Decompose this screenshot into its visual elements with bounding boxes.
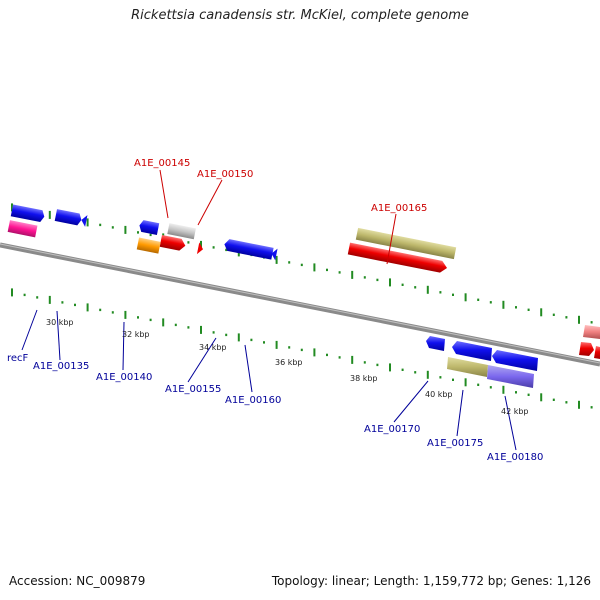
- gene-feature-gray: [167, 223, 196, 240]
- gene-feature-purple: [487, 365, 534, 388]
- gene-feature-blue-tri: [81, 215, 88, 227]
- gene-label-recf[interactable]: recF: [7, 353, 29, 364]
- gene-feature-blue-6: [452, 341, 492, 361]
- gene-label-a1e-00135[interactable]: A1E_00135: [33, 361, 89, 372]
- gene-feature-blue-3: [139, 220, 160, 235]
- gene-label-a1e-00150[interactable]: A1E_00150: [197, 169, 253, 180]
- kbp-label-32: 32 kbp: [122, 330, 150, 339]
- kbp-label-40: 40 kbp: [425, 390, 453, 399]
- gene-feature-red-edge2: [594, 346, 600, 359]
- genome-backbone: [0, 242, 600, 367]
- gene-feature-red-long: [347, 242, 448, 273]
- genome-summary-text: Topology: linear; Length: 1,159,772 bp; …: [271, 574, 591, 588]
- gene-label-a1e-00175[interactable]: A1E_00175: [427, 438, 483, 449]
- gene-feature-olive-2: [447, 357, 488, 377]
- reverse-tick-rail: [11, 288, 593, 409]
- kbp-label-38: 38 kbp: [350, 374, 378, 383]
- kbp-label-36: 36 kbp: [275, 358, 303, 367]
- forward-leader-lines: [159, 169, 397, 265]
- reverse-leader-lines: [21, 309, 517, 451]
- gene-feature-blue-4: [224, 239, 274, 260]
- gene-label-a1e-00145[interactable]: A1E_00145: [134, 158, 190, 169]
- gene-label-a1e-00170[interactable]: A1E_00170: [364, 424, 420, 435]
- kbp-label-30: 30 kbp: [46, 318, 74, 327]
- gene-label-a1e-00180[interactable]: A1E_00180: [487, 452, 543, 463]
- genome-backbone-highlight: [0, 243, 600, 364]
- gene-feature-blue-7: [492, 350, 538, 371]
- gene-label-a1e-00155[interactable]: A1E_00155: [165, 384, 221, 395]
- gene-label-a1e-00140[interactable]: A1E_00140: [96, 372, 152, 383]
- gene-label-a1e-00160[interactable]: A1E_00160: [225, 395, 281, 406]
- reverse-gene-features: [7, 204, 278, 261]
- gene-feature-orange: [136, 237, 161, 254]
- gene-feature-red: [159, 234, 186, 251]
- gene-feature-red-edge: [579, 342, 594, 356]
- gene-feature-red-small: [196, 242, 204, 255]
- gene-feature-blue-tri-2: [271, 248, 278, 261]
- forward-gene-features: [159, 223, 457, 273]
- gene-feature-olive: [355, 227, 457, 260]
- gene-feature-pink: [7, 220, 38, 238]
- gene-feature-lightred: [583, 325, 600, 339]
- gene-feature-blue-1: [10, 204, 45, 223]
- gene-feature-blue-2: [54, 209, 82, 226]
- kbp-label-34: 34 kbp: [199, 343, 227, 352]
- map-title: Rickettsia canadensis str. McKiel, compl…: [131, 8, 469, 23]
- kbp-label-42: 42 kbp: [501, 407, 529, 416]
- gene-feature-blue-5: [426, 336, 445, 351]
- gene-label-a1e-00165[interactable]: A1E_00165: [371, 203, 427, 214]
- accession-text: Accession: NC_009879: [9, 574, 146, 588]
